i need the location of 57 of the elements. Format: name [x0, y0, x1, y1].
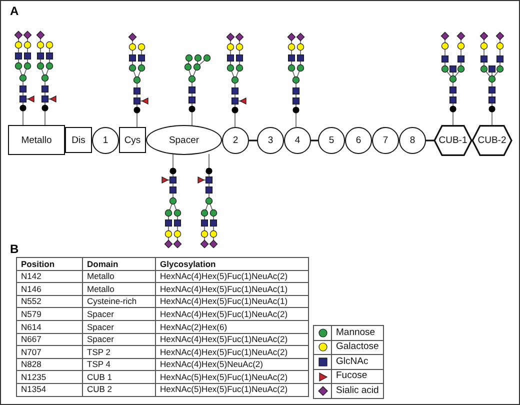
table-cell: HexNAc(5)Hex(5)Fuc(1)NeuAc(2) — [156, 383, 308, 396]
domain-circle: 3 — [257, 127, 284, 154]
legend-label: Galactose — [332, 340, 384, 355]
domain-circle: 6 — [345, 127, 372, 154]
table-cell: HexNAc(4)Hex(5)Fuc(1)NeuAc(2) — [156, 308, 308, 320]
domain-circle: 4 — [284, 127, 311, 154]
table-cell: Metallo — [82, 282, 156, 296]
table-cell: N142 — [16, 270, 82, 283]
domain-circle: 1 — [92, 127, 119, 154]
connector-line — [426, 140, 434, 142]
header-cell: Domain — [82, 258, 156, 270]
table-cell: CUB 2 — [82, 383, 156, 396]
table-cell: Cysteine-rich — [82, 295, 156, 308]
domain-circle: 7 — [372, 127, 399, 154]
table-cell: HexNAc(4)Hex(5)Fuc(1)NeuAc(1) — [156, 282, 308, 296]
table-cell: HexNAc(4)Hex(5)NeuAc(2) — [156, 358, 308, 371]
legend-label: Mannose — [332, 326, 384, 340]
domain-circle: 8 — [399, 127, 426, 154]
table-cell: CUB 1 — [82, 370, 156, 384]
legend-label: GlcNAc — [332, 354, 384, 370]
table-cell: HexNAc(2)Hex(6) — [156, 320, 308, 334]
table-cell: N614 — [16, 320, 82, 334]
table-cell: HexNAc(4)Hex(5)Fuc(1)NeuAc(2) — [156, 270, 308, 283]
table-cell: Metallo — [82, 270, 156, 283]
header-cell: Position — [16, 258, 82, 270]
table-cell: Spacer — [82, 320, 156, 334]
domain-hexagon: CUB-1 — [434, 125, 472, 156]
table-cell: N707 — [16, 346, 82, 358]
connector-line — [311, 140, 318, 142]
table-cell: N146 — [16, 282, 82, 296]
table-cell: TSP 4 — [82, 358, 156, 371]
table-cell: N1354 — [16, 383, 82, 396]
legend-label: Fucose — [332, 369, 384, 384]
table-cell: N579 — [16, 308, 82, 320]
header-cell: Glycosylation — [156, 258, 308, 270]
table-cell: HexNAc(4)Hex(5)Fuc(1)NeuAc(1) — [156, 295, 308, 308]
panel-label: B — [10, 242, 19, 256]
table-cell: N1235 — [16, 370, 82, 384]
connector-line — [249, 140, 257, 142]
domain-ellipse: Spacer — [146, 125, 222, 155]
legend-label: Sialic acid — [332, 384, 384, 398]
table-cell: N552 — [16, 295, 82, 308]
domain-hexagon: CUB-2 — [472, 125, 512, 156]
domain-box: Dis — [65, 127, 92, 153]
table-cell: N828 — [16, 358, 82, 371]
table-cell: N667 — [16, 333, 82, 346]
domain-box: Metallo — [8, 125, 65, 155]
table-cell: TSP 2 — [82, 346, 156, 358]
table-cell: HexNAc(4)Hex(5)Fuc(1)NeuAc(2) — [156, 333, 308, 346]
table-cell: HexNAc(4)Hex(5)Fuc(1)NeuAc(2) — [156, 346, 308, 358]
panel-label: A — [10, 4, 19, 18]
domain-circle: 2 — [222, 127, 249, 154]
table-cell: Spacer — [82, 333, 156, 346]
table-cell: HexNAc(5)Hex(5)Fuc(1)NeuAc(2) — [156, 370, 308, 384]
domain-box: Cys — [119, 127, 146, 153]
table-cell: Spacer — [82, 308, 156, 320]
domain-circle: 5 — [318, 127, 345, 154]
